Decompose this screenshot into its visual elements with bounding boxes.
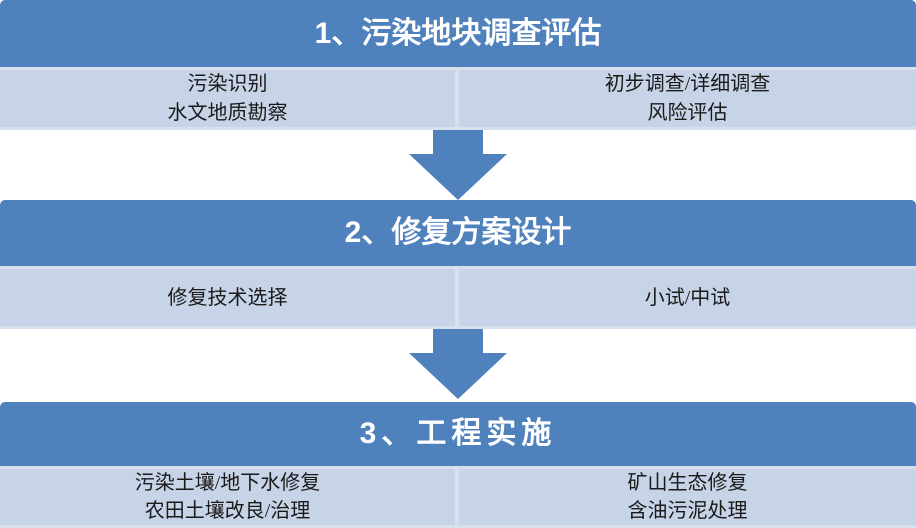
arrow-gap-1 (0, 130, 916, 200)
detail-item: 修复技术选择 (167, 286, 288, 309)
stage-2-header: 2、修复方案设计 (0, 200, 916, 266)
detail-item: 水文地质勘察 (167, 101, 288, 124)
stage-3-detail-band: 污染土壤/地下水修复 农田土壤改良/治理 矿山生态修复 含油污泥处理 (0, 466, 916, 528)
stage-2-left-cell: 修复技术选择 (0, 269, 455, 326)
stage-1-title: 1、污染地块调查评估 (314, 16, 602, 50)
column-divider (455, 469, 459, 525)
stage-3-left-cell: 污染土壤/地下水修复 农田土壤改良/治理 (0, 469, 455, 525)
column-divider (455, 269, 459, 326)
detail-item: 农田土壤改良/治理 (144, 500, 311, 522)
detail-item: 小试/中试 (644, 286, 731, 309)
stage-3-title: 3、工程实施 (359, 417, 557, 450)
arrow-gap-2 (0, 329, 916, 402)
down-arrow-icon (409, 329, 507, 399)
detail-item: 含油污泥处理 (627, 500, 748, 522)
detail-item: 污染土壤/地下水修复 (134, 472, 321, 494)
detail-item: 矿山生态修复 (627, 472, 748, 494)
column-divider (455, 70, 459, 127)
stage-2-detail-band: 修复技术选择 小试/中试 (0, 266, 916, 329)
stage-2-right-cell: 小试/中试 (459, 269, 916, 326)
stage-3-right-cell: 矿山生态修复 含油污泥处理 (459, 469, 916, 525)
stage-1-right-cell: 初步调查/详细调查 风险评估 (459, 70, 916, 127)
detail-item: 初步调查/详细调查 (604, 73, 771, 96)
stage-1-header: 1、污染地块调查评估 (0, 0, 916, 67)
down-arrow-icon (409, 130, 507, 200)
stage-3-header: 3、工程实施 (0, 402, 916, 466)
detail-item: 风险评估 (647, 101, 728, 124)
stage-1-detail-band: 污染识别 水文地质勘察 初步调查/详细调查 风险评估 (0, 67, 916, 130)
stage-1-left-cell: 污染识别 水文地质勘察 (0, 70, 455, 127)
stage-2-title: 2、修复方案设计 (344, 216, 572, 249)
detail-item: 污染识别 (187, 73, 268, 96)
